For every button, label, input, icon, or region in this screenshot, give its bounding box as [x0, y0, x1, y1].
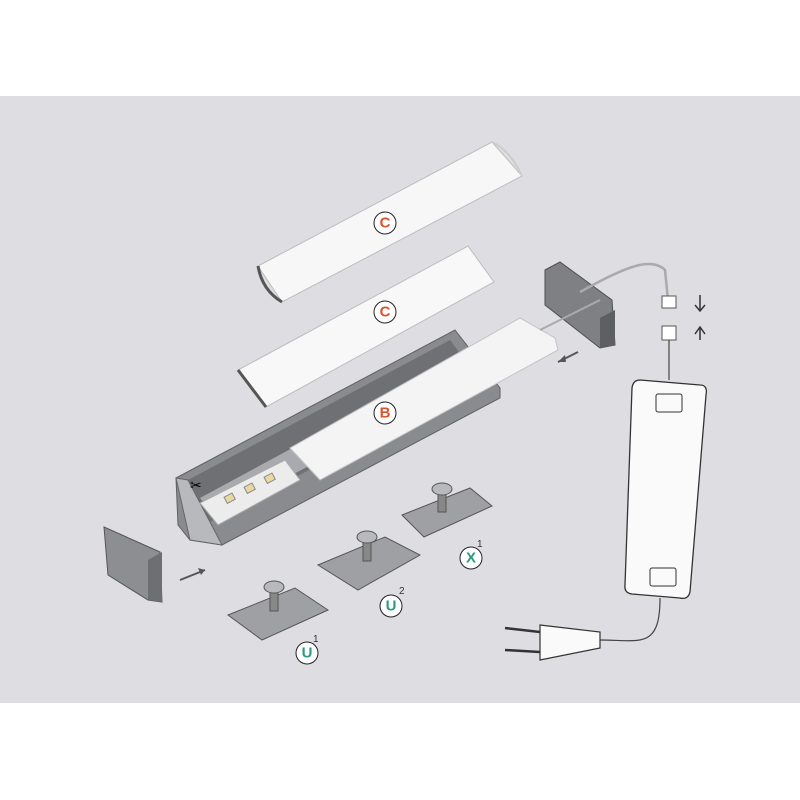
connector-male — [661, 295, 677, 309]
svg-text:1: 1 — [477, 539, 483, 550]
cable — [579, 262, 670, 301]
flat-diffuser-cover — [236, 245, 495, 408]
mains-plug — [504, 624, 601, 661]
scissors-icon: ✂ — [190, 477, 202, 493]
arrow-head-icon — [558, 355, 566, 362]
led-strip — [199, 459, 301, 526]
label-cover-round: C — [373, 211, 397, 235]
mains-cable — [599, 597, 661, 642]
power-supply — [624, 379, 708, 600]
right-end-cap — [544, 261, 616, 349]
svg-text:2: 2 — [399, 586, 405, 597]
label-cover-flat: C — [373, 300, 397, 324]
connector-female — [661, 325, 677, 341]
mounting-clip-x — [401, 482, 493, 538]
mounting-clip-u1 — [226, 580, 330, 641]
svg-text:C: C — [380, 304, 391, 321]
connect-arrowheads-icon — [694, 304, 706, 335]
left-end-cap — [103, 526, 163, 603]
svg-text:U: U — [302, 645, 313, 662]
svg-text:U: U — [386, 598, 397, 615]
insert-b — [289, 317, 559, 481]
mounting-clip-u2 — [316, 530, 422, 591]
svg-text:1: 1 — [313, 634, 319, 645]
cable — [539, 299, 601, 331]
label-insert: B — [373, 401, 397, 425]
label-clip-u1: U 1 — [295, 634, 319, 665]
label-clip-u2: U 2 — [379, 586, 405, 618]
svg-text:X: X — [466, 550, 476, 567]
svg-text:B: B — [380, 405, 391, 422]
label-clip-x: X 1 — [459, 539, 483, 570]
svg-text:C: C — [380, 215, 391, 232]
arrow-head-icon — [198, 568, 205, 575]
